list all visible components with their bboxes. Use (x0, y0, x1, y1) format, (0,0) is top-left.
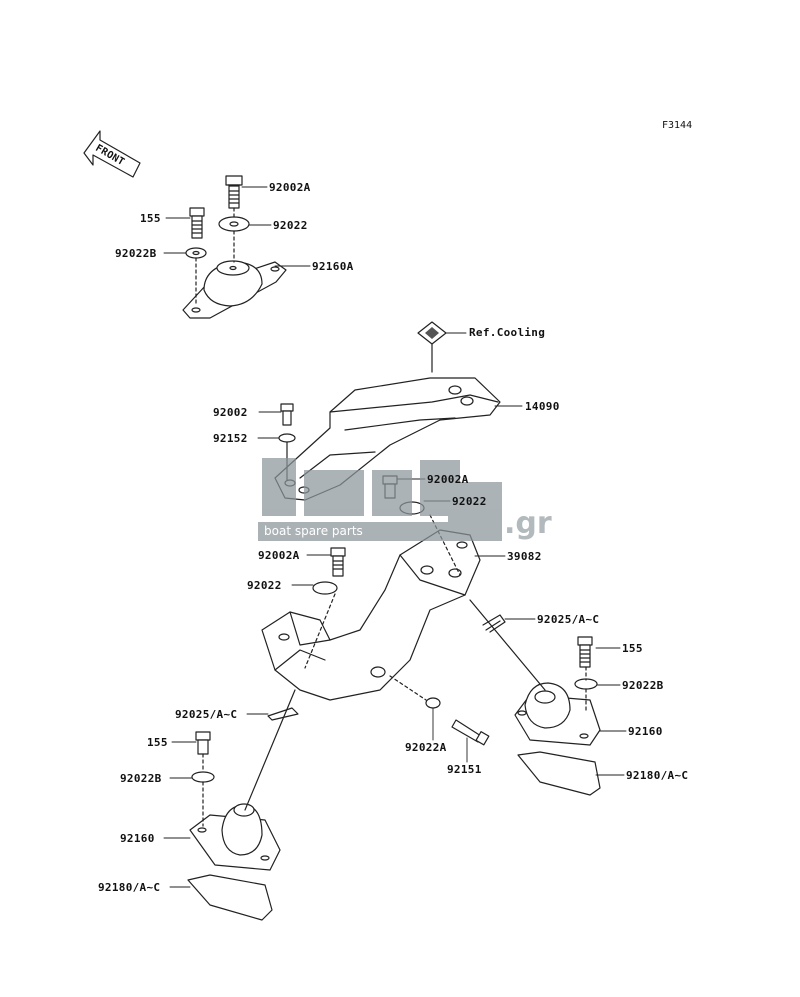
label-92160-right: 92160 (628, 725, 663, 738)
clip-92025-left (267, 707, 299, 721)
washer-92022b-top (185, 247, 207, 259)
label-92002: 92002 (213, 406, 248, 419)
front-arrow-icon (83, 130, 141, 178)
label-92022b-right: 92022B (622, 679, 664, 692)
alignment-lines-top (195, 207, 235, 307)
label-92160a: 92160A (312, 260, 354, 273)
label-92022b-left: 92022B (120, 772, 162, 785)
connection-lines (202, 514, 587, 827)
label-155-right: 155 (622, 642, 643, 655)
washer-92022b-left (191, 771, 215, 783)
label-92025-right: 92025/A~C (537, 613, 600, 626)
washer-92022-top (218, 216, 250, 232)
label-92002a-mid: 92002A (427, 473, 469, 486)
shim-92180-right (517, 751, 601, 796)
label-92022-top: 92022 (273, 219, 308, 232)
bracket-39082 (261, 529, 481, 701)
label-92002a-low: 92002A (258, 549, 300, 562)
clip-92025-right (482, 614, 506, 633)
watermark-tagline: boat spare parts (264, 524, 363, 538)
label-92022a-bottom: 92022A (405, 741, 447, 754)
bolt-155-right (577, 636, 593, 668)
ref-cooling-note: Ref.Cooling (469, 326, 546, 339)
washer-92022-low (312, 581, 338, 595)
ref-cooling-icon (417, 321, 447, 373)
label-92022b-top: 92022B (115, 247, 157, 260)
bolt-155-top (189, 207, 205, 239)
mount-92160-left (189, 803, 281, 871)
label-92022-low: 92022 (247, 579, 282, 592)
bolt-92002a-top (225, 175, 243, 209)
label-14090: 14090 (525, 400, 560, 413)
label-92025-left: 92025/A~C (175, 708, 238, 721)
shim-92180-left (187, 874, 273, 921)
label-92151: 92151 (447, 763, 482, 776)
label-155-top: 155 (140, 212, 161, 225)
label-92152: 92152 (213, 432, 248, 445)
bolt-92002 (280, 403, 294, 426)
bolt-155-left (195, 731, 211, 755)
label-92180-right: 92180/A~C (626, 769, 689, 782)
label-92160-left: 92160 (120, 832, 155, 845)
label-92002a-top: 92002A (269, 181, 311, 194)
label-155-left: 155 (147, 736, 168, 749)
label-92180-left: 92180/A~C (98, 881, 161, 894)
label-92022-mid: 92022 (452, 495, 487, 508)
mount-92160-right (514, 682, 601, 746)
watermark-tld: .gr (504, 506, 552, 541)
mount-92160a (182, 260, 287, 319)
watermark-logo (258, 458, 502, 541)
bolt-92151 (451, 719, 490, 746)
washer-92152 (278, 433, 296, 443)
figure-id: F3144 (662, 120, 693, 131)
washer-92022a-bottom (425, 697, 441, 709)
label-39082: 39082 (507, 550, 542, 563)
bolt-92002a-low (330, 547, 346, 577)
